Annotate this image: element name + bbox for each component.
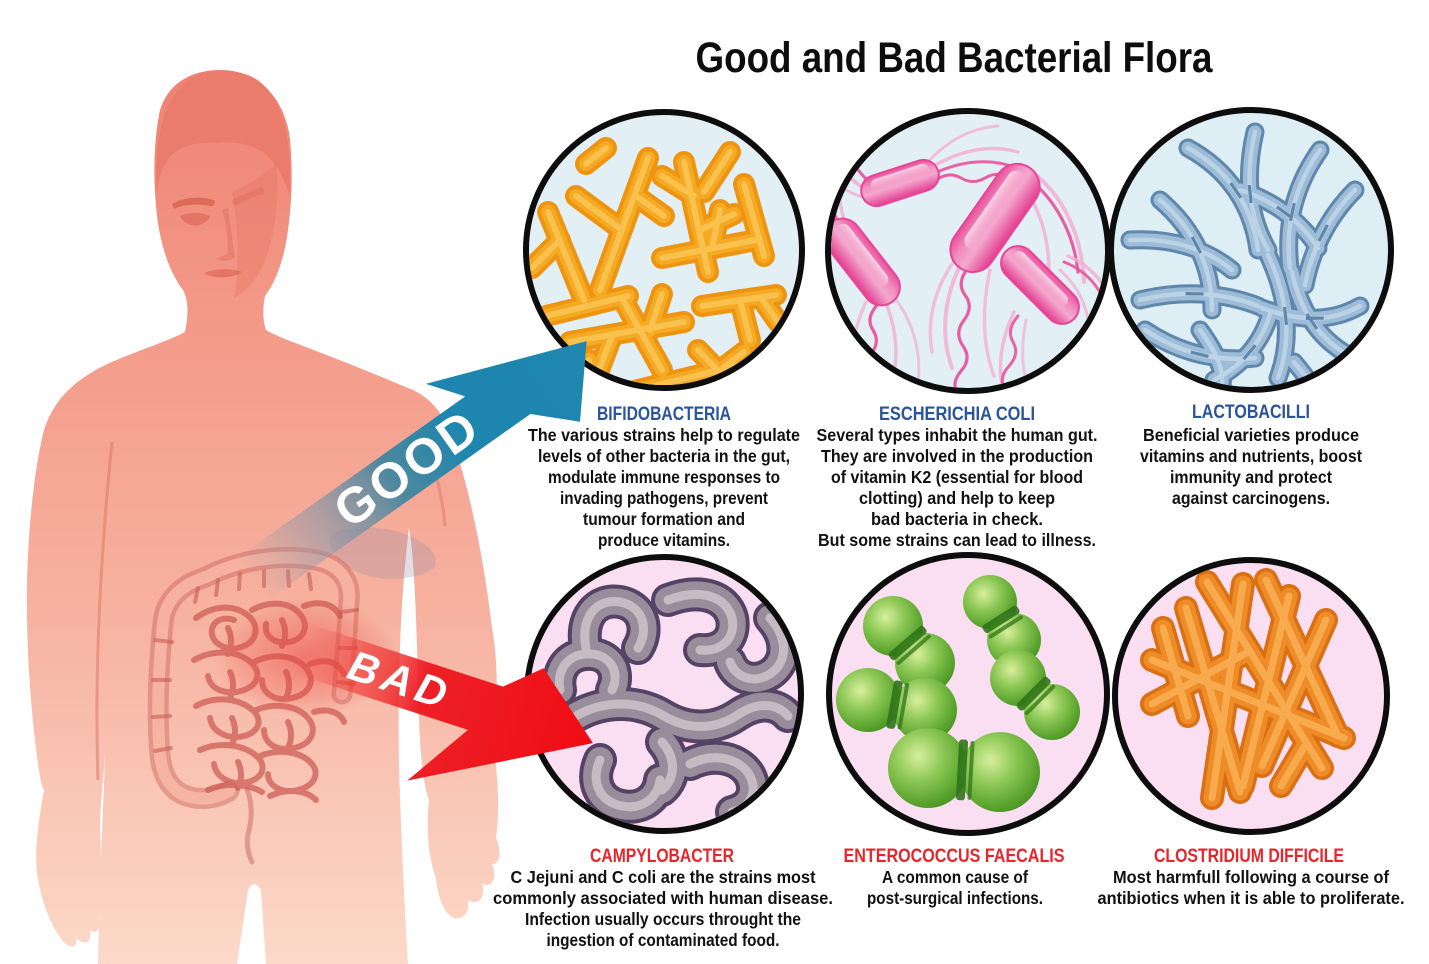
svg-text:Good and Bad Bacterial Flora: Good and Bad Bacterial Flora [696, 34, 1214, 82]
svg-text:vitamins and nutrients, boost: vitamins and nutrients, boost [1140, 446, 1362, 466]
svg-text:antibiotics when it is able to: antibiotics when it is able to prolifera… [1098, 888, 1405, 908]
svg-text:tumour formation and: tumour formation and [583, 509, 745, 529]
svg-text:bad bacteria in check.: bad bacteria in check. [871, 509, 1043, 529]
svg-text:levels of other bacteria in th: levels of other bacteria in the gut, [538, 446, 790, 466]
svg-text:ENTEROCOCCUS FAECALIS: ENTEROCOCCUS FAECALIS [844, 845, 1065, 867]
svg-text:CLOSTRIDIUM DIFFICILE: CLOSTRIDIUM DIFFICILE [1154, 845, 1344, 867]
svg-text:invading pathogens, prevent: invading pathogens, prevent [560, 488, 768, 508]
svg-text:Beneficial varieties produce: Beneficial varieties produce [1143, 425, 1359, 445]
svg-text:ESCHERICHIA COLI: ESCHERICHIA COLI [879, 403, 1035, 425]
svg-text:But some strains can lead to i: But some strains can lead to illness. [818, 530, 1096, 550]
svg-text:A common cause of: A common cause of [882, 867, 1028, 887]
svg-text:BIFIDOBACTERIA: BIFIDOBACTERIA [597, 403, 731, 425]
svg-text:LACTOBACILLI: LACTOBACILLI [1192, 401, 1310, 423]
svg-text:ingestion of contaminated food: ingestion of contaminated food. [547, 930, 780, 950]
svg-text:against carcinogens.: against carcinogens. [1172, 488, 1330, 508]
svg-text:CAMPYLOBACTER: CAMPYLOBACTER [590, 845, 734, 867]
svg-text:Several types inhabit the huma: Several types inhabit the human gut. [817, 425, 1098, 445]
svg-text:Infection usually occurs throu: Infection usually occurs throught the [525, 909, 801, 929]
svg-text:clotting) and help to keep: clotting) and help to keep [859, 488, 1055, 508]
svg-text:Most harmfull following a cour: Most harmfull following a course of [1113, 867, 1389, 887]
svg-text:They are involved in the produ: They are involved in the production [821, 446, 1093, 466]
svg-text:C Jejuni and C coli are the st: C Jejuni and C coli are the strains most [511, 867, 816, 887]
svg-text:The various strains help to re: The various strains help to regulate [528, 425, 800, 445]
svg-text:modulate immune responses to: modulate immune responses to [548, 467, 780, 487]
svg-text:produce vitamins.: produce vitamins. [598, 530, 730, 550]
svg-text:of vitamin K2 (essential for b: of vitamin K2 (essential for blood [831, 467, 1083, 487]
svg-text:post-surgical infections.: post-surgical infections. [867, 888, 1043, 908]
svg-text:immunity and protect: immunity and protect [1170, 467, 1332, 487]
svg-text:commonly associated with human: commonly associated with human disease. [493, 888, 833, 908]
